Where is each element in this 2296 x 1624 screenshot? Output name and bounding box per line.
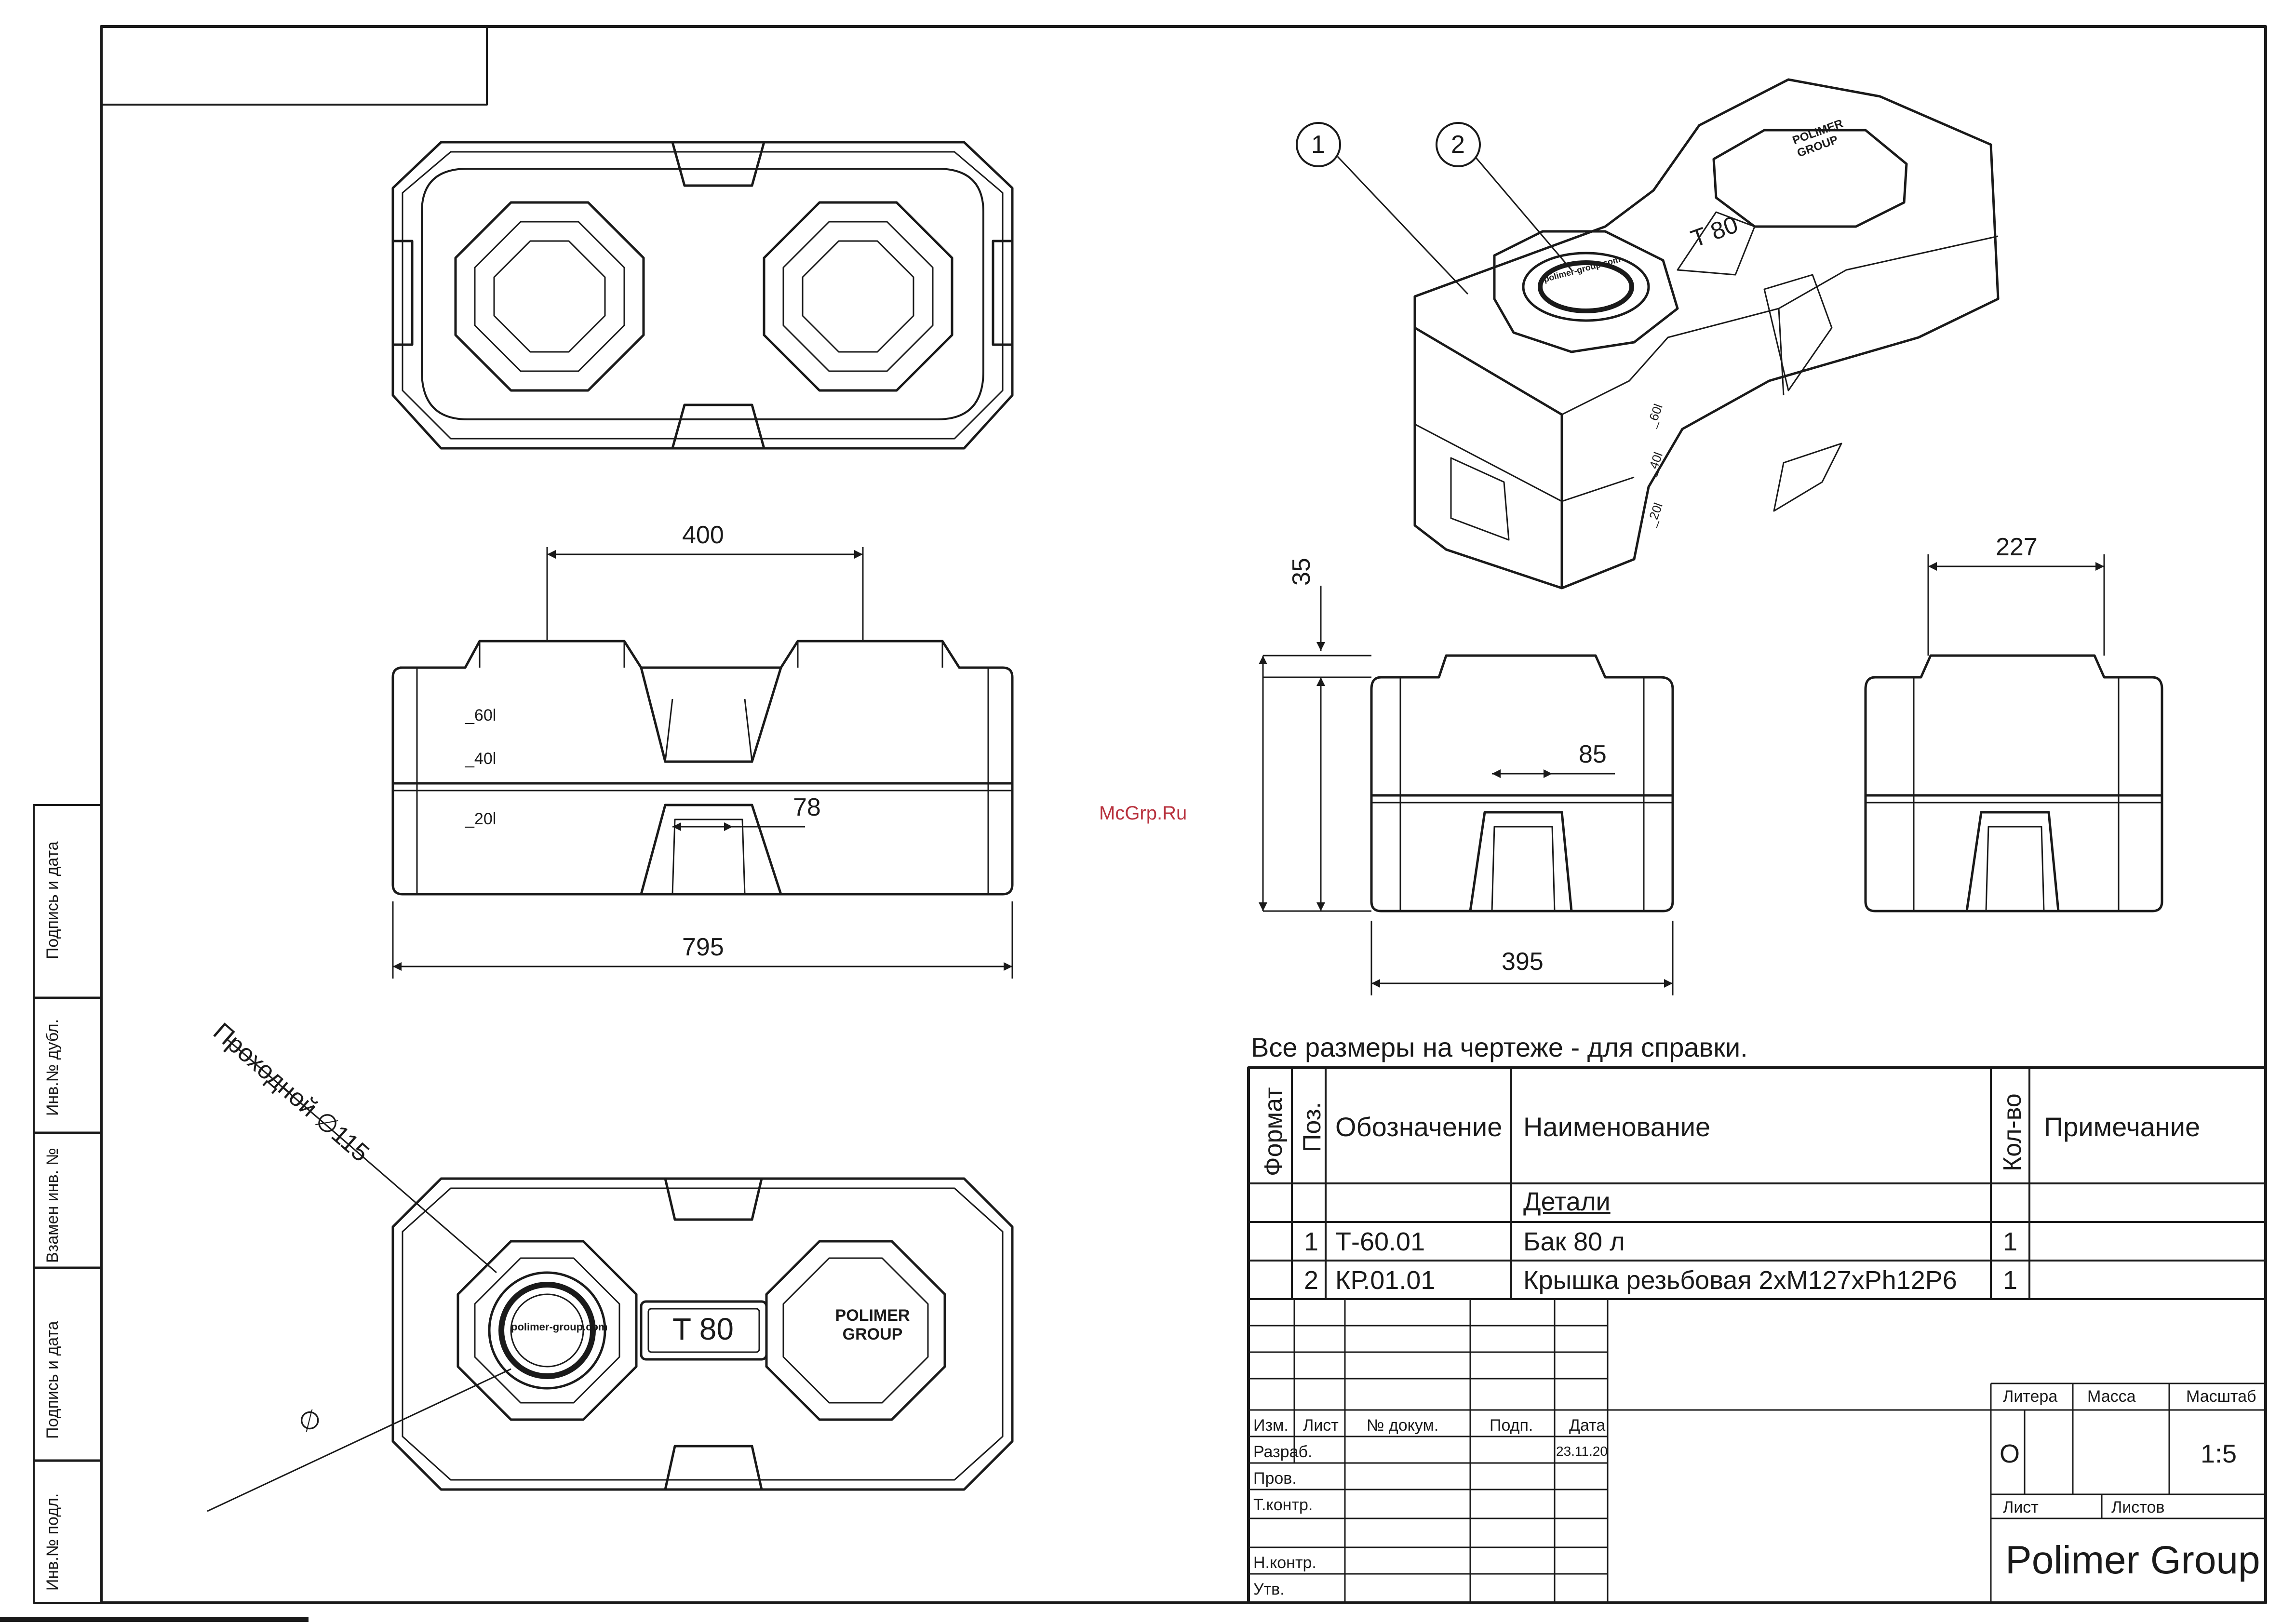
tank-isometric-view <box>1296 78 2000 590</box>
stamp-dup-inventory: Инв.№ дубл. <box>43 1019 62 1116</box>
row2-name: Крышка резьбовая 2хМ127хPh12Р6 <box>1523 1266 1957 1295</box>
level-mark-60: _60l <box>465 706 497 725</box>
header-pos: Поз. <box>1298 1102 1326 1152</box>
dim-side-height: 35 <box>1288 558 1316 586</box>
col-doc: № докум. <box>1367 1416 1439 1435</box>
callout-2: 2 <box>1451 131 1465 159</box>
section-details: Детали <box>1523 1187 1611 1216</box>
row1-name: Бак 80 л <box>1523 1227 1625 1256</box>
level-mark-40: _40l <box>465 750 497 768</box>
row2-qty: 1 <box>2003 1266 2018 1295</box>
tank-model-emboss: T 80 <box>672 1312 734 1346</box>
tank-end-view <box>1864 654 2163 913</box>
role-developer: Разраб. <box>1253 1443 1313 1461</box>
role-approved: Утв. <box>1253 1580 1285 1598</box>
row2-pos: 2 <box>1304 1266 1319 1295</box>
col-izm: Изм. <box>1253 1416 1289 1435</box>
stamp-signature-date-2: Подпись и дата <box>43 1321 62 1439</box>
sheet-frame <box>0 25 2267 1622</box>
dim-top-width: 400 <box>682 521 724 549</box>
dim-front-length: 795 <box>682 933 724 961</box>
scale-label: Масштаб <box>2186 1387 2256 1406</box>
dim-front-notch: 78 <box>793 793 821 821</box>
stamp-replacement-inventory: Взамен инв. № <box>43 1148 62 1263</box>
role-tech-control: Т.контр. <box>1253 1496 1313 1514</box>
cap-ring-text: polimer-group.com <box>511 1321 608 1333</box>
dim-end-width: 227 <box>1996 533 2038 561</box>
sheets-label: Листов <box>2111 1498 2165 1517</box>
row2-designation: КР.01.01 <box>1335 1266 1436 1295</box>
brand-emboss: POLIMER GROUP <box>835 1306 910 1343</box>
reference-note: Все размеры на чертеже - для справки. <box>1251 1032 1748 1062</box>
tank-plan-view <box>207 1038 1014 1512</box>
col-sign: Подп. <box>1490 1416 1533 1435</box>
header-designation: Обозначение <box>1335 1112 1503 1142</box>
dim-side-width: 395 <box>1502 948 1544 976</box>
litera-value: О <box>2000 1439 2020 1468</box>
row1-designation: Т-60.01 <box>1335 1227 1425 1256</box>
litera-label: Литера <box>2003 1387 2058 1406</box>
tank-top-view <box>391 141 1014 450</box>
tank-front-view <box>391 640 1014 896</box>
callout-1: 1 <box>1311 131 1325 159</box>
col-list: Лист <box>1303 1416 1339 1435</box>
header-remark: Примечание <box>2044 1112 2201 1142</box>
developer-date: 23.11.20 <box>1556 1444 1608 1459</box>
dimension-lines <box>392 547 2105 995</box>
watermark: McGrp.Ru <box>1099 803 1187 824</box>
stamp-signature-date-1: Подпись и дата <box>43 841 62 959</box>
sheet-label: Лист <box>2003 1498 2039 1517</box>
level-mark-20: _20l <box>465 810 497 828</box>
mass-label: Масса <box>2087 1387 2136 1406</box>
row1-pos: 1 <box>1304 1227 1319 1256</box>
role-checker: Пров. <box>1253 1469 1297 1488</box>
dim-side-notch: 85 <box>1579 740 1607 768</box>
stamp-original-inventory: Инв.№ подл. <box>43 1493 62 1591</box>
header-format: Формат <box>1260 1087 1288 1176</box>
company-name: Polimer Group <box>2005 1538 2260 1582</box>
tank-side-view <box>1370 654 1674 913</box>
header-name: Наименование <box>1523 1112 1711 1142</box>
header-qty: Кол-во <box>1999 1093 2027 1171</box>
scale-value: 1:5 <box>2201 1439 2237 1468</box>
role-norm-control: Н.контр. <box>1253 1554 1316 1572</box>
spec-table-grid <box>1247 1066 2267 1604</box>
row1-qty: 1 <box>2003 1227 2018 1256</box>
col-date: Дата <box>1569 1416 1606 1435</box>
